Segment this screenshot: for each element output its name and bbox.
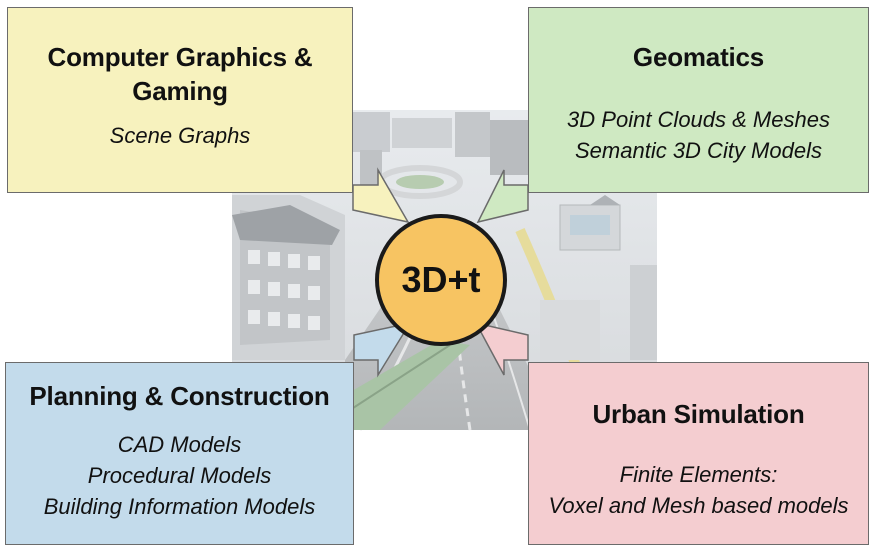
geomatics-item: 3D Point Clouds & Meshes (567, 107, 830, 132)
computer-graphics-item: Scene Graphs (109, 123, 251, 148)
arrow-from-computer-graphics (352, 167, 410, 224)
urban-simulation-box: Urban Simulation Finite Elements: Voxel … (528, 362, 869, 545)
planning-item: Procedural Models (87, 463, 272, 488)
planning-title: Planning & Construction (29, 381, 330, 411)
arrow-from-simulation (474, 321, 529, 376)
planning-item: CAD Models (117, 432, 242, 457)
urban-simulation-item: Finite Elements: (619, 462, 778, 487)
urban-simulation-title: Urban Simulation (592, 399, 805, 429)
arrow-from-geomatics (476, 169, 529, 224)
geomatics-box: Geomatics 3D Point Clouds & Meshes Seman… (528, 7, 869, 193)
computer-graphics-title-line-1: Computer Graphics & (47, 42, 313, 72)
urban-simulation-item: Voxel and Mesh based models (548, 493, 849, 518)
urban-simulation-items: Finite Elements: Voxel and Mesh based mo… (529, 459, 868, 521)
geomatics-items: 3D Point Clouds & Meshes Semantic 3D Cit… (529, 104, 868, 166)
planning-item: Building Information Models (43, 494, 316, 519)
geomatics-item: Semantic 3D City Models (575, 138, 822, 163)
geomatics-title: Geomatics (632, 42, 765, 72)
computer-graphics-title-line-2: Gaming (132, 76, 228, 106)
computer-graphics-box: Computer Graphics & Gaming Scene Graphs (7, 7, 353, 193)
planning-box: Planning & Construction CAD Models Proce… (5, 362, 354, 545)
center-label: 3D+t (401, 259, 481, 300)
arrow-from-planning (353, 321, 412, 378)
center-circle (375, 214, 507, 346)
planning-items: CAD Models Procedural Models Building In… (6, 429, 353, 522)
